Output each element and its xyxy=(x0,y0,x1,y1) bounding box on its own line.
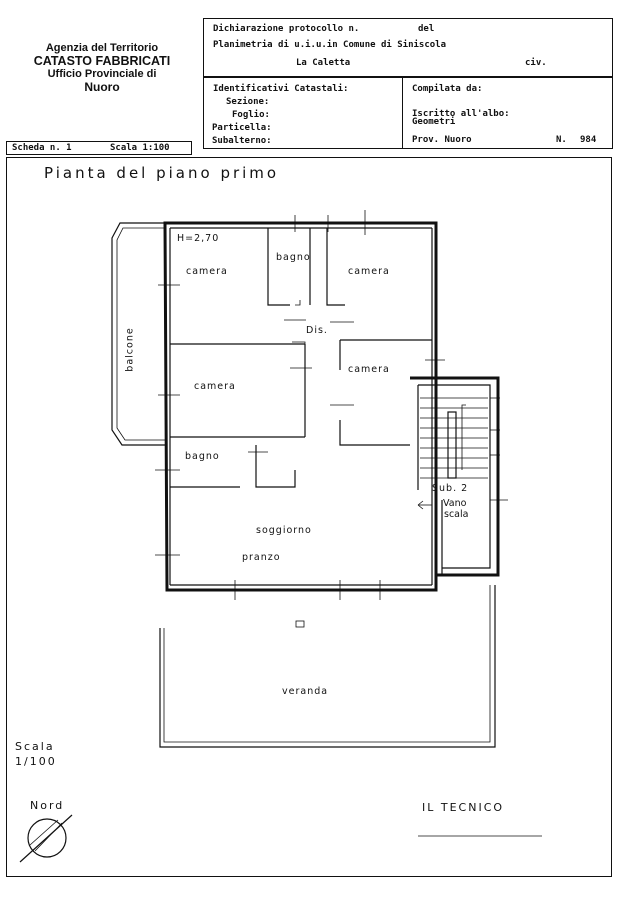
room-pranzo: pranzo xyxy=(242,552,281,563)
del-label: del xyxy=(418,24,435,34)
header-compiler-box xyxy=(402,77,613,149)
technician-label: IL TECNICO xyxy=(422,801,505,814)
header-protocol-box xyxy=(203,18,613,77)
scheda-label: Scheda n. 1 xyxy=(12,143,72,153)
plan-title: Pianta del piano primo xyxy=(44,164,280,182)
height-label: H=2,70 xyxy=(177,233,220,244)
scale-label: Scala xyxy=(15,740,55,753)
profession-label: Geometri xyxy=(412,117,456,127)
n-value: 984 xyxy=(580,135,597,145)
scheda-scale: Scala 1:100 xyxy=(110,143,170,153)
civ-label: civ. xyxy=(525,58,547,68)
agency-block: Agenzia del Territorio CATASTO FABBRICAT… xyxy=(12,42,192,94)
foglio-label: Foglio: xyxy=(232,110,270,120)
drawing-frame xyxy=(6,157,612,877)
room-balcone: balcone xyxy=(124,327,136,372)
north-label: Nord xyxy=(30,799,65,812)
prov-label: Prov. Nuoro xyxy=(412,135,472,145)
scale-value: 1/100 xyxy=(15,755,57,768)
agency-name: Agenzia del Territorio xyxy=(45,42,159,54)
room-veranda: veranda xyxy=(282,686,329,697)
iscritto-label: Iscritto all'albo: xyxy=(412,109,510,119)
room-vano: Vano xyxy=(443,498,467,509)
protocol-label: Dichiarazione protocollo n. xyxy=(213,24,360,34)
room-bagno-bottom: bagno xyxy=(185,451,220,462)
compilata-label: Compilata da: xyxy=(412,84,483,94)
sezione-label: Sezione: xyxy=(226,97,270,107)
catastal-title: Identificativi Catastali: xyxy=(213,84,349,94)
room-camera-2: camera xyxy=(348,266,390,277)
n-label: N. xyxy=(556,135,567,145)
north-arrow-icon xyxy=(25,816,69,860)
room-camera-3: camera xyxy=(348,364,390,375)
room-sub: Sub. 2 xyxy=(432,483,469,494)
room-bagno-top: bagno xyxy=(276,252,311,263)
subalterno-label: Subalterno: xyxy=(212,136,272,146)
agency-catasto: CATASTO FABBRICATI xyxy=(33,54,171,68)
agency-office: Ufficio Provinciale di xyxy=(47,68,157,80)
room-soggiorno: soggiorno xyxy=(256,525,312,536)
scheda-box xyxy=(6,141,192,155)
address-label: La Caletta xyxy=(296,58,351,68)
room-camera-4: camera xyxy=(194,381,236,392)
room-camera-1: camera xyxy=(186,266,228,277)
particella-label: Particella: xyxy=(212,123,272,133)
agency-city: Nuoro xyxy=(84,80,120,94)
room-dis: Dis. xyxy=(306,325,328,336)
planimetria-label: Planimetria di u.i.u.in Comune di Sinisc… xyxy=(213,40,446,50)
room-scala: scala xyxy=(444,509,469,520)
